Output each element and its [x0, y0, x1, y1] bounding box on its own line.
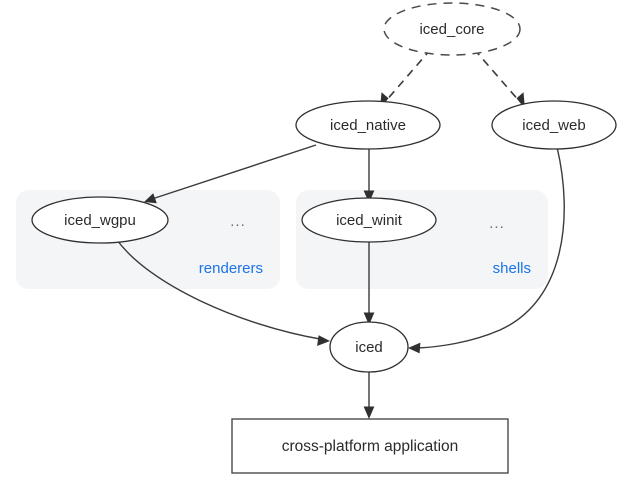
arrow-head-icon	[363, 190, 375, 203]
node-iced-winit-label: iced_winit	[336, 212, 403, 229]
arrow-head-icon	[363, 406, 375, 419]
node-iced-winit[interactable]: iced_winit	[301, 197, 437, 243]
node-iced-winit-shape[interactable]	[301, 197, 437, 243]
edge-iced-core-to-iced-native	[380, 48, 432, 109]
node-iced-native-shape[interactable]	[295, 100, 441, 150]
edge-iced-web-to-iced	[408, 146, 565, 354]
node-iced-wgpu-label: iced_wgpu	[64, 212, 136, 229]
cluster-renderers-label: renderers	[199, 260, 263, 277]
edge-iced-to-application	[363, 372, 375, 419]
arrow-head-icon	[317, 335, 330, 346]
edge-iced-native-to-iced-wgpu	[144, 144, 317, 204]
node-iced[interactable]: iced	[329, 321, 409, 373]
edge-iced-native-to-iced-winit	[363, 148, 375, 203]
cluster-shells-label: shells	[493, 260, 531, 277]
node-iced-core[interactable]: iced_core	[383, 2, 521, 56]
node-iced-wgpu[interactable]: iced_wgpu	[31, 196, 169, 244]
node-application-shape[interactable]	[231, 418, 509, 474]
node-iced-wgpu-shape[interactable]	[31, 196, 169, 244]
node-application-label: cross-platform application	[282, 438, 459, 455]
node-iced-core-label: iced_core	[419, 21, 484, 38]
cluster-shells-ellipsis: ...	[489, 215, 505, 232]
node-iced-shape[interactable]	[329, 321, 409, 373]
cluster-renderers-ellipsis: ...	[230, 213, 246, 230]
node-iced-label: iced	[355, 339, 383, 356]
edge-iced-winit-to-iced	[363, 240, 375, 325]
arrow-head-icon	[144, 193, 157, 204]
node-iced-native-label: iced_native	[330, 117, 406, 134]
node-iced-native[interactable]: iced_native	[295, 100, 441, 150]
node-iced-web[interactable]: iced_web	[491, 100, 617, 150]
node-iced-web-label: iced_web	[522, 117, 585, 134]
edge-iced-core-to-iced-web	[473, 48, 525, 109]
edge-iced-wgpu-to-iced	[116, 239, 330, 346]
node-iced-core-shape[interactable]	[383, 2, 521, 56]
arrow-head-icon	[363, 312, 375, 325]
arrow-head-icon	[408, 342, 421, 354]
node-iced-web-shape[interactable]	[491, 100, 617, 150]
node-cross-platform-application[interactable]: cross-platform application	[231, 418, 509, 474]
